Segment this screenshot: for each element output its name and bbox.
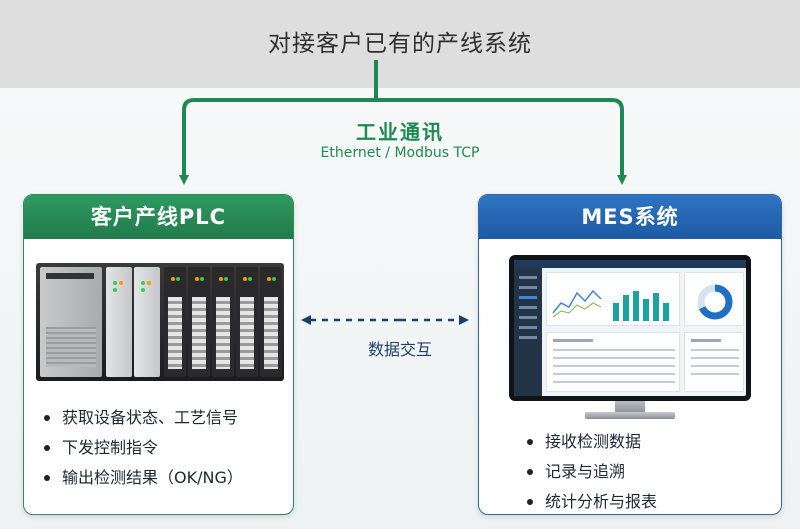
mes-feature-list: 接收检测数据 记录与追溯 统计分析与报表 [479, 427, 781, 514]
plc-feature-item: 获取设备状态、工艺信号 [24, 403, 293, 433]
branch-left-arrow [179, 98, 376, 185]
mes-feature-item: 接收检测数据 [479, 427, 781, 457]
page-title: 对接客户已有的产线系统 [268, 31, 532, 57]
plc-panel-title: 客户产线PLC [24, 195, 293, 239]
plc-feature-list: 获取设备状态、工艺信号 下发控制指令 输出检测结果（OK/NG） [24, 403, 293, 493]
plc-feature-item: 输出检测结果（OK/NG） [24, 463, 293, 493]
branch-right-arrow [376, 98, 627, 185]
communication-protocols: Ethernet / Modbus TCP [320, 145, 480, 161]
header-band [0, 0, 800, 88]
mes-panel: MES系统 [478, 194, 782, 515]
mes-feature-item: 记录与追溯 [479, 457, 781, 487]
plc-panel: 客户产线PLC 获取设备状态、工艺信号 下发控制指令 输出检测结果（OK/NG） [23, 194, 294, 515]
mes-monitor-image [509, 255, 751, 425]
communication-title: 工业通讯 [356, 120, 444, 144]
plc-hardware-image [36, 253, 284, 385]
exchange-label: 数据交互 [367, 340, 432, 359]
mes-feature-item: 统计分析与报表 [479, 487, 781, 514]
mes-panel-title: MES系统 [479, 195, 781, 239]
plc-feature-item: 下发控制指令 [24, 433, 293, 463]
